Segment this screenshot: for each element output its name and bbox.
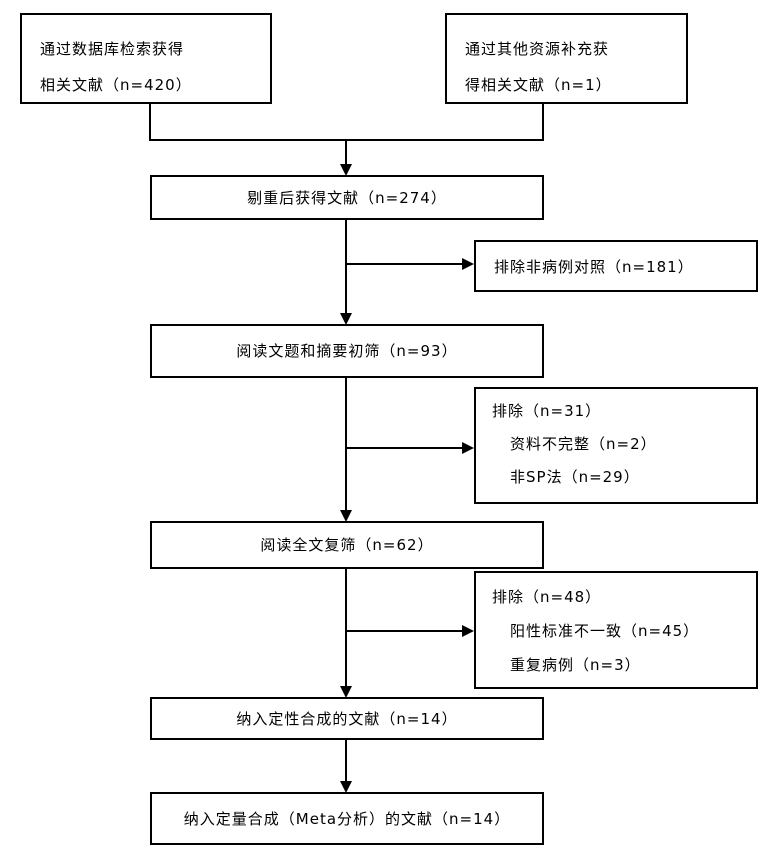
exclusion-3-item: 阳性标准不一致（n=45） [510,622,700,640]
quantitative-synthesis-box: 纳入定量合成（Meta分析）的文献（n=14） [150,792,544,845]
database-search-box: 通过数据库检索获得 相关文献（n=420） [20,13,272,104]
exclusion-2-item: 非SP法（n=29） [510,468,640,486]
title-abstract-screening-label: 阅读文题和摘要初筛（n=93） [236,342,458,360]
other-sources-line1: 通过其他资源补充获 [465,40,610,58]
arrowhead-down-2 [340,313,352,325]
qualitative-synthesis-label: 纳入定性合成的文献（n=14） [236,709,458,728]
arrowhead-right-3 [462,625,474,637]
arrowhead-right-2 [462,442,474,454]
fulltext-screening-label: 阅读全文复筛（n=62） [260,536,434,554]
other-sources-box: 通过其他资源补充获 得相关文献（n=1） [445,13,688,104]
exclusion-1-label: 排除非病例对照（n=181） [494,258,694,276]
exclusion-box-1: 排除非病例对照（n=181） [474,240,758,292]
arrowhead-down-5 [340,781,352,793]
exclusion-box-2: 排除（n=31） 资料不完整（n=2） 非SP法（n=29） [474,387,758,504]
qualitative-synthesis-box: 纳入定性合成的文献（n=14） [150,697,544,740]
database-search-line1: 通过数据库检索获得 [40,40,185,58]
exclusion-3-item: 重复病例（n=3） [510,656,641,674]
fulltext-screening-box: 阅读全文复筛（n=62） [150,521,544,569]
arrowhead-down-3 [340,510,352,522]
arrowhead-down-4 [340,686,352,698]
arrowhead-down-1 [340,164,352,176]
database-search-line2: 相关文献（n=420） [40,76,192,94]
title-abstract-screening-box: 阅读文题和摘要初筛（n=93） [150,324,544,378]
arrowhead-right-1 [462,258,474,270]
exclusion-2-title: 排除（n=31） [492,402,602,420]
exclusion-3-title: 排除（n=48） [492,588,602,606]
quantitative-synthesis-label: 纳入定量合成（Meta分析）的文献（n=14） [183,809,511,828]
dedup-box: 剔重后获得文献（n=274） [150,175,544,220]
other-sources-line2: 得相关文献（n=1） [465,76,612,94]
exclusion-box-3: 排除（n=48） 阳性标准不一致（n=45） 重复病例（n=3） [474,571,758,689]
dedup-label: 剔重后获得文献（n=274） [247,188,447,207]
exclusion-2-item: 资料不完整（n=2） [510,435,657,453]
